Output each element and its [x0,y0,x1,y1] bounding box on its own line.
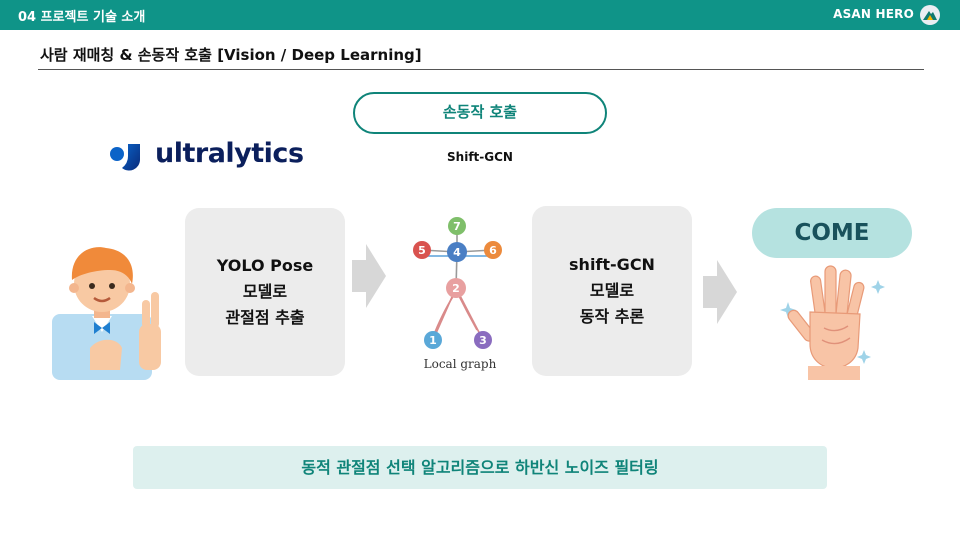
step1-line2: 모델로 [242,282,288,301]
brand-name: ASAN HERO [833,7,914,21]
shift-gcn-step: shift-GCN 모델로 동작 추론 [532,206,692,376]
flow-arrow-icon [352,244,386,308]
graph-node-1: 1 [429,334,437,347]
gesture-call-pill: 손동작 호출 [353,92,607,134]
step2-line3: 동작 추론 [579,307,645,326]
step1-line3: 관절점 추출 [225,308,305,327]
step2-line1: shift-GCN [569,255,655,274]
graph-node-3: 3 [479,334,487,347]
header-bar: 04 프로젝트 기술 소개 ASAN HERO [0,0,960,30]
ultralytics-wordmark: ultralytics [155,138,304,169]
ultralytics-logo-icon [110,144,140,171]
section-title: 04 프로젝트 기술 소개 [18,10,146,25]
title-divider [38,69,924,70]
model-caption: Shift-GCN [447,150,513,164]
flow-arrow-icon [703,260,737,324]
asan-hero-logo-icon [920,5,940,25]
ultralytics-logo: ultralytics [108,138,308,178]
yolo-pose-step: YOLO Pose 모델로 관절점 추출 [185,208,345,376]
graph-node-2: 2 [452,282,460,295]
graph-node-5: 5 [418,244,426,257]
graph-node-4: 4 [453,246,461,259]
step2-line2: 모델로 [589,281,635,300]
graph-caption: Local graph [423,357,497,371]
open-hand-icon [780,265,885,380]
skeleton-graph-icon: 7 5 4 6 2 1 3 [413,217,502,349]
graph-node-6: 6 [489,244,497,257]
result-label: COME [752,208,912,258]
person-raising-hand-icon [52,247,161,380]
graph-node-7: 7 [453,220,461,233]
step1-line1: YOLO Pose [216,256,314,275]
summary-banner: 동적 관절점 선택 알고리즘으로 하반신 노이즈 필터링 [133,446,827,489]
page-title: 사람 재매칭 & 손동작 호출 [Vision / Deep Learning] [40,46,422,64]
